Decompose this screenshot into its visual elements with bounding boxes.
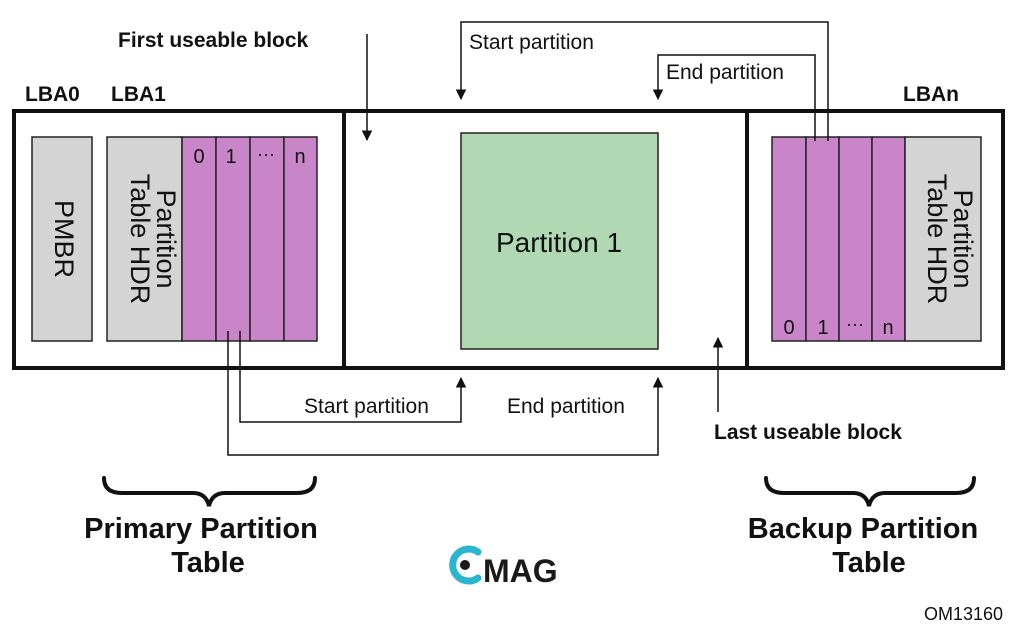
lban-label: LBAn	[903, 83, 959, 106]
backup-end-partition-label: End partition	[666, 61, 784, 84]
primary-entry-n	[283, 136, 318, 342]
backup-start-partition-label: Start partition	[469, 31, 594, 54]
logo-text: MAG	[483, 553, 558, 589]
partition-1-label: Partition 1	[496, 227, 622, 258]
backup-entry-1-label: 1	[817, 317, 828, 339]
backup-table-header-line1: Partition	[948, 189, 978, 288]
primary-partition-table-line2: Table	[171, 547, 245, 579]
primary-start-partition-label: Start partition	[304, 395, 429, 418]
partition-1-block	[460, 132, 659, 350]
backup-partition-table-line2: Table	[832, 547, 906, 579]
primary-start-partition-arrow	[239, 331, 467, 423]
cmag-logo: MAG	[449, 545, 558, 589]
pmbr-block	[31, 136, 93, 342]
first-useable-block-label: First useable block	[118, 29, 309, 52]
primary-entry-dots	[249, 136, 285, 342]
backup-entry-0-label: 0	[783, 317, 794, 339]
primary-entry-0-label: 0	[193, 146, 204, 168]
backup-table-header-line2: Table HDR	[922, 174, 952, 305]
primary-brace	[102, 476, 317, 507]
backup-entry-0	[771, 136, 807, 342]
backup-entry-n-label: n	[882, 317, 893, 339]
backup-entry-dots	[838, 136, 873, 342]
backup-entry-dots-label: ···	[846, 314, 864, 334]
primary-entry-0	[181, 136, 217, 342]
primary-end-partition-arrow	[227, 331, 664, 456]
primary-entry-1-label: 1	[225, 146, 236, 168]
logo-dot-icon	[460, 560, 470, 570]
disk-outline	[12, 109, 1005, 370]
figure-id: OM13160	[924, 604, 1003, 624]
logo-c-icon	[449, 545, 482, 585]
primary-table-header-line1: Partition	[151, 189, 181, 288]
primary-table-header-line2: Table HDR	[125, 174, 155, 305]
backup-entry-n	[871, 136, 906, 342]
primary-end-partition-label: End partition	[507, 395, 625, 418]
backup-end-partition-arrow	[652, 54, 816, 141]
lba0-label: LBA0	[25, 83, 80, 106]
lba1-label: LBA1	[111, 83, 166, 106]
primary-partition-table-line1: Primary Partition	[84, 513, 318, 545]
backup-brace	[764, 476, 976, 507]
backup-entry-1	[805, 136, 840, 342]
backup-start-partition-arrow	[455, 21, 829, 141]
backup-table-header-block	[904, 136, 982, 342]
pmbr-label: PMBR	[49, 200, 79, 278]
backup-partition-table-line1: Backup Partition	[748, 513, 978, 545]
last-useable-block-label: Last useable block	[714, 421, 902, 444]
primary-entry-dots-label: ···	[257, 144, 275, 164]
primary-entry-n-label: n	[294, 146, 305, 168]
